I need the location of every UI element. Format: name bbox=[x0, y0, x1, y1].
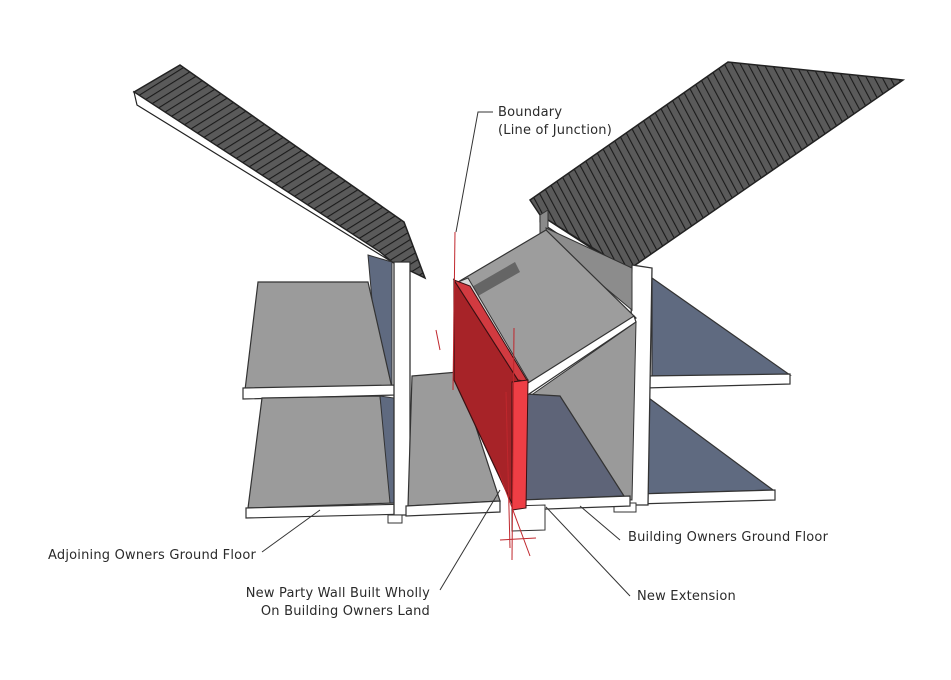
party-wall-label-line2: On Building Owners Land bbox=[232, 603, 430, 621]
adjoining-ground-floor-label: Adjoining Owners Ground Floor bbox=[48, 547, 256, 565]
adjoining-building bbox=[243, 255, 410, 523]
new-extension-leader bbox=[546, 507, 630, 596]
boundary-leader bbox=[456, 112, 493, 232]
building-owner-building bbox=[614, 265, 790, 512]
new-extension-label: New Extension bbox=[637, 588, 736, 606]
boundary-label: Boundary (Line of Junction) bbox=[498, 104, 612, 140]
party-wall-label-line1: New Party Wall Built Wholly bbox=[232, 585, 430, 603]
building-ground-floor-label: Building Owners Ground Floor bbox=[628, 529, 828, 547]
boundary-label-line2: (Line of Junction) bbox=[498, 122, 612, 140]
adjoining-roof bbox=[134, 65, 425, 278]
boundary-label-line1: Boundary bbox=[498, 104, 612, 122]
party-wall-label: New Party Wall Built Wholly On Building … bbox=[232, 585, 430, 621]
